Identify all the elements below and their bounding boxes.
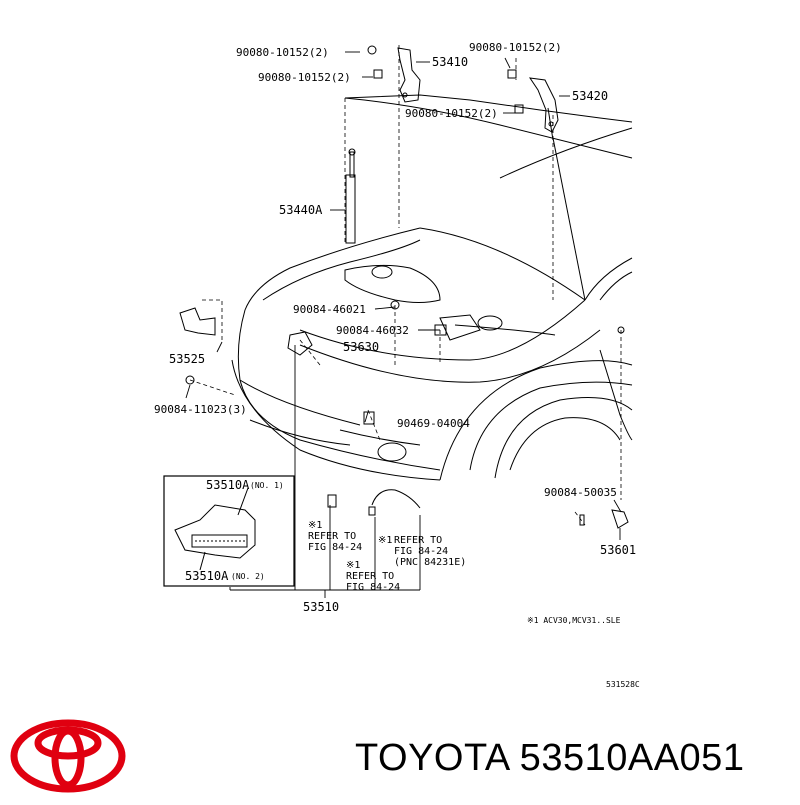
note3-line1: REFER TO [394,535,442,546]
label-lever: 53601 [600,543,636,557]
note2-line2: FIG 84-24 [346,582,400,593]
leader-lines-solid [185,51,622,598]
note1-line2: FIG 84-24 [308,542,362,553]
label-bolt-4: 90080-10152(2) [405,107,498,120]
label-sub2-no: (NO. 2) [231,572,265,581]
note2-mark: ※1 [346,560,360,571]
hinge-left-drawing [367,45,421,103]
label-sub1: 53510A [206,478,250,492]
note3-line3: (PNC 84231E) [394,557,466,568]
latch-assy-drawing [179,307,216,385]
label-clamp: 90469-04004 [397,417,470,430]
toyota-logo-icon [10,719,126,793]
label-bolt-3: 90080-10152(2) [469,41,562,54]
label-hood-lock: 53510 [303,600,339,614]
label-bolt-46032: 90084-46032 [336,324,409,337]
footnote: ※1 ACV30,MCV31..SLE [527,616,621,625]
cable-drawing [327,489,421,516]
lever-drawing [579,326,629,529]
label-bolt-1: 90080-10152(2) [236,46,329,59]
note2-line1: REFER TO [346,571,394,582]
hood-lock-sketch [174,487,256,571]
note1-line1: REFER TO [308,531,356,542]
inset-frame [163,475,295,587]
lock-control-drawing [287,300,447,425]
label-sub1-no: (NO. 1) [250,481,284,490]
label-bolt-46021: 90084-46021 [293,303,366,316]
note3-mark: ※1 [378,535,392,546]
car-body-outline [231,94,633,481]
label-hinge-right: 53420 [572,89,608,103]
reference-notes: ※1 REFER TO FIG 84-24 ※1 REFER TO FIG 84… [308,520,640,689]
label-bolt-2: 90080-10152(2) [258,71,351,84]
label-lock-control: 53630 [343,340,379,354]
support-rod-drawing [345,148,356,244]
leader-lines-dashed [189,45,622,526]
hood-lock-inset [163,475,295,587]
label-screw-50035: 90084-50035 [544,486,617,499]
note1-mark: ※1 [308,520,322,531]
hinge-right-drawing [507,69,559,133]
note3-line2: FIG 84-24 [394,546,448,557]
part-caption: TOYOTA 53510AA051 [355,737,745,779]
part-labels: 90080-10152(2) 90080-10152(2) 90080-1015… [154,41,636,614]
label-latch-assy: 53525 [169,352,205,366]
label-screw-11023: 90084-11023(3) [154,403,247,416]
label-support-rod: 53440A [279,203,323,217]
label-sub2: 53510A [185,569,229,583]
label-hinge-left: 53410 [432,55,468,69]
diagram-code: 531528C [606,680,640,689]
